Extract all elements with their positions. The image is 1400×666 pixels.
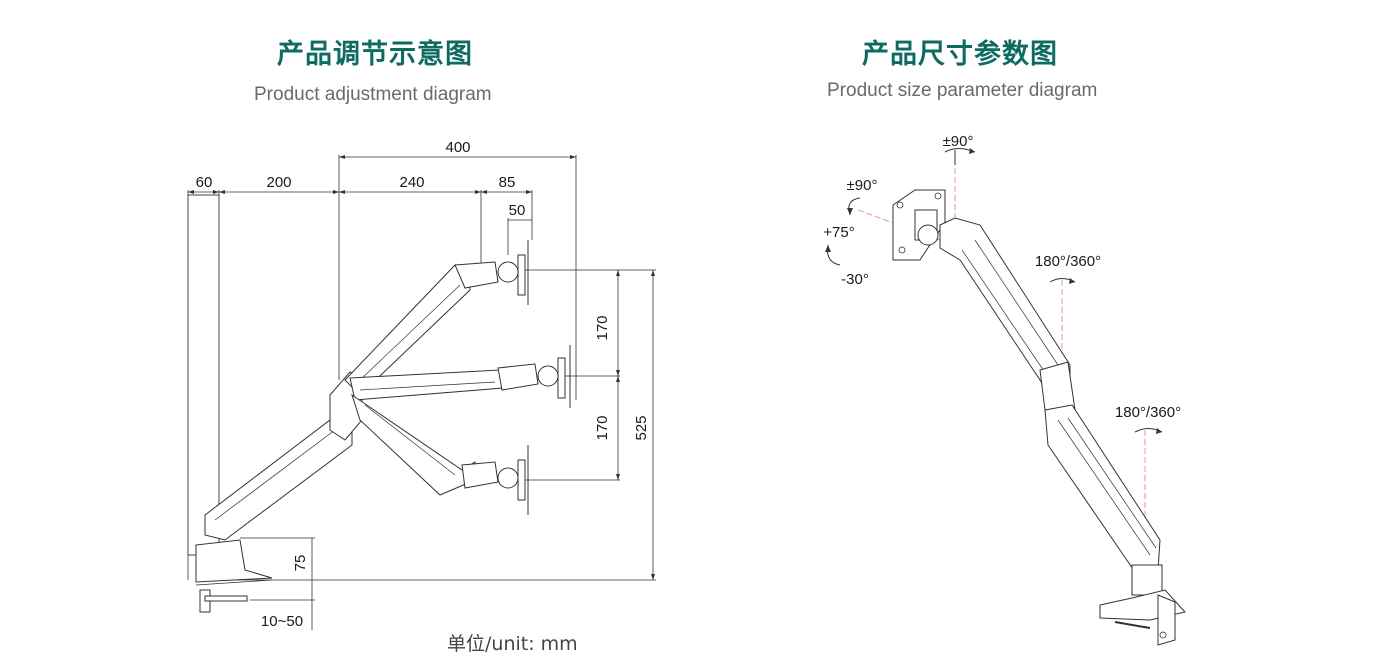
dim-60: 60 (196, 174, 213, 191)
angle-pivot: ±90° (847, 177, 878, 194)
size-diagram-title: 产品尺寸参数图 (862, 39, 1058, 70)
dim-240: 240 (399, 174, 424, 191)
angle-top-rotate: ±90° (943, 133, 974, 150)
angle-joint-low: 180°/360° (1115, 404, 1181, 421)
size-diagram-subtitle: Product size parameter diagram (827, 80, 1098, 101)
dim-10-50: 10~50 (261, 613, 303, 630)
dim-170-lower: 170 (594, 415, 611, 440)
dim-400: 400 (445, 139, 470, 156)
dim-50: 50 (509, 202, 526, 219)
dim-75: 75 (292, 555, 309, 572)
size-diagram (825, 148, 1186, 646)
adjustment-diagram (187, 155, 656, 630)
dim-525: 525 (633, 415, 650, 440)
dim-200: 200 (266, 174, 291, 191)
unit-label: 单位/unit: mm (447, 633, 578, 655)
adjustment-diagram-subtitle: Product adjustment diagram (254, 84, 492, 105)
dim-170-upper: 170 (594, 315, 611, 340)
angle-tilt-up: +75° (823, 224, 854, 241)
adjustment-diagram-title: 产品调节示意图 (277, 39, 473, 70)
angle-tilt-down: -30° (841, 271, 869, 288)
dim-85: 85 (499, 174, 516, 191)
angle-joint-mid: 180°/360° (1035, 253, 1101, 270)
